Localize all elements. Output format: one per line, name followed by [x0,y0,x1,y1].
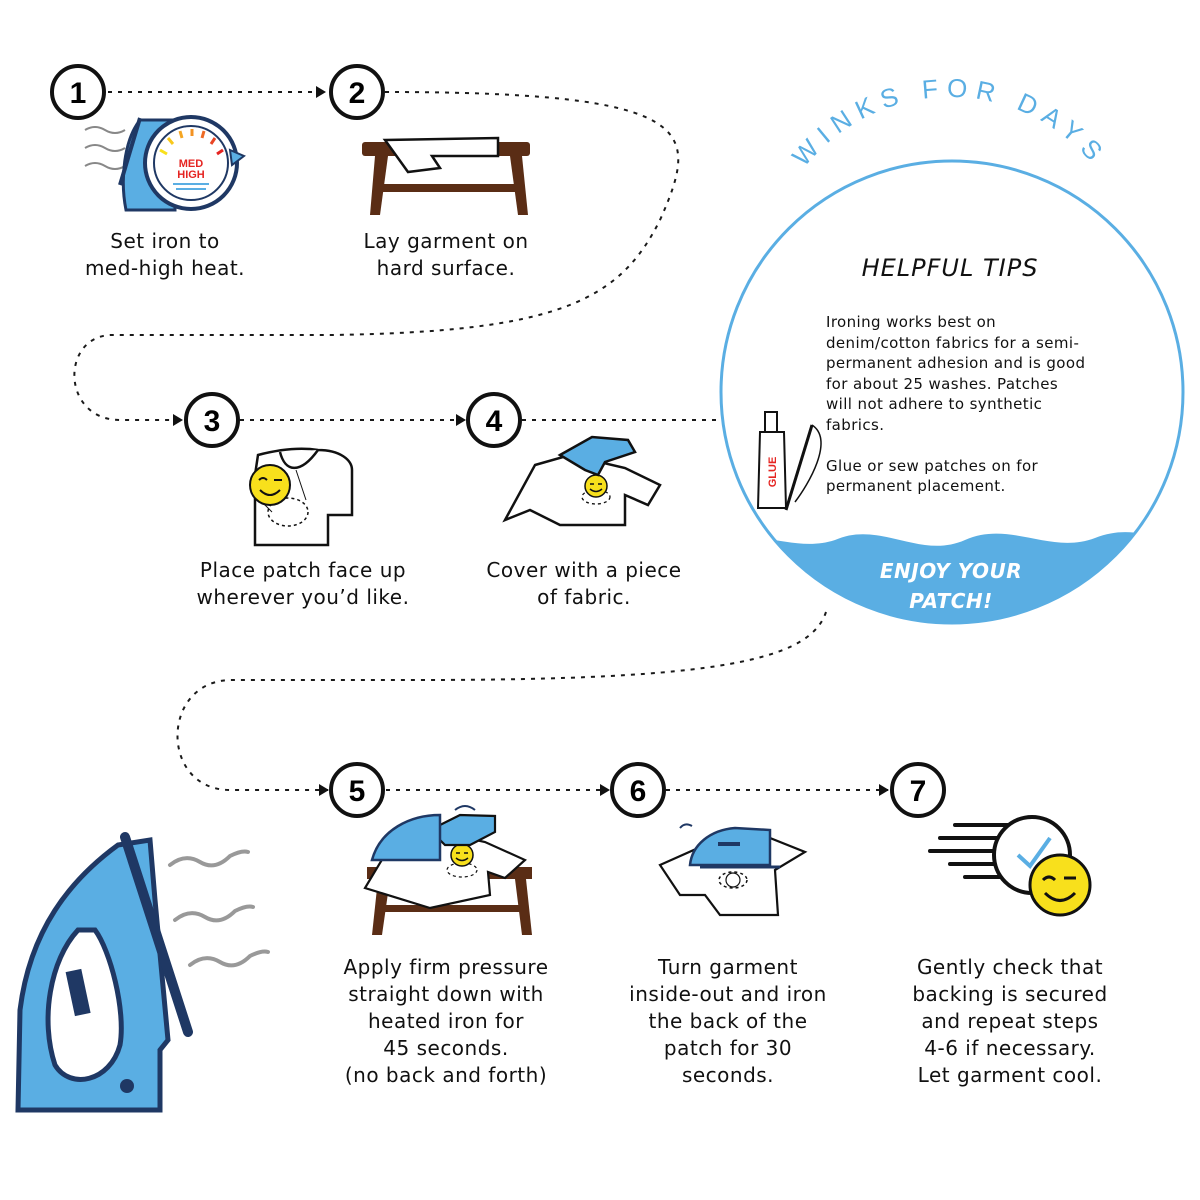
brand-arc-label: WINKS FOR DAYS [786,73,1106,172]
step-3-number: 3 [204,405,221,438]
step-6-label: Turn garment inside-out and iron the bac… [629,955,827,1087]
timer-emoji-icon [928,815,1092,917]
step-2-marker: 2 [329,64,385,120]
step-3-marker: 3 [184,392,240,448]
step-6-marker: 6 [610,762,666,818]
inside-out-iron-icon [658,823,808,917]
tips-body: Ironing works best on denim/cotton fabri… [826,313,1086,495]
brand-arc-text: WINKS FOR DAYS [786,73,1114,172]
step-7-number: 7 [910,775,927,808]
pressing-iron-table-icon [363,805,532,935]
step-6-number: 6 [630,775,647,808]
step-1-label: Set iron to med-high heat. [84,229,246,280]
step-4-label: Cover with a piece of fabric. [486,558,682,609]
step-5-number: 5 [349,775,366,808]
step-2-number: 2 [349,77,366,110]
step-1-number: 1 [70,77,87,110]
shirt-cover-fabric-icon [502,435,662,527]
dial-high-label: HIGH [177,169,205,181]
step-5-marker: 5 [329,762,385,818]
glue-needle-icon: GLUE [756,411,822,511]
dotted-connector [73,91,888,791]
tips-title: HELPFUL TIPS [861,254,1039,282]
step-4-number: 4 [486,405,503,438]
step-7-label: Gently check that backing is secured and… [912,955,1108,1087]
step-2-label: Lay garment on hard surface. [363,229,529,280]
table-garment-icon [362,136,530,215]
large-iron-illustration [15,832,270,1113]
enjoy-your-patch-text: ENJOY YOUR PATCH! [879,559,1023,613]
step-5-label: Apply firm pressure straight down with h… [343,955,549,1087]
step-7-marker: 7 [890,762,946,818]
iron-heat-dial-icon: MED HIGH [84,115,246,212]
step-1-marker: 1 [50,64,106,120]
wink-emoji-icon [249,464,291,506]
step-3-label: Place patch face up wherever you’d like. [196,558,410,609]
dial-med-label: MED [179,158,204,170]
glue-label: GLUE [767,457,779,488]
step-4-marker: 4 [466,392,522,448]
